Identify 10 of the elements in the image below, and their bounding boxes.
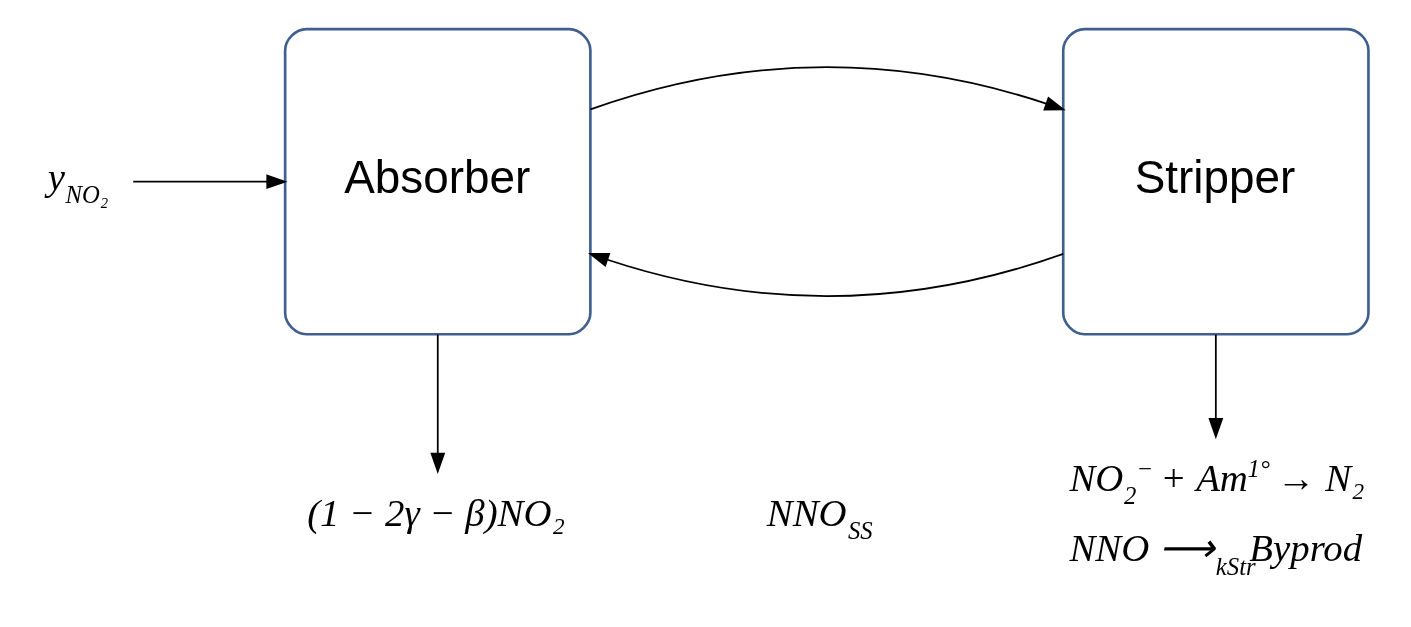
node-box: Absorber (283, 27, 592, 336)
arrow (430, 333, 446, 474)
label: NNO$_{SS}$ (766, 490, 873, 544)
node-box: Stripper (1061, 27, 1370, 336)
arrow (589, 65, 1066, 110)
node-text: (1 − 2γ − β)NO₂ (307, 490, 565, 534)
node-text: NO$_{2}$$^{−}$ + Am$^{1°}$ → N₂ NNO ⟶$_{kStr}$Byprod (1069, 454, 1365, 580)
arrow (587, 252, 1065, 297)
arrow (132, 173, 288, 189)
arrow (1208, 333, 1224, 439)
